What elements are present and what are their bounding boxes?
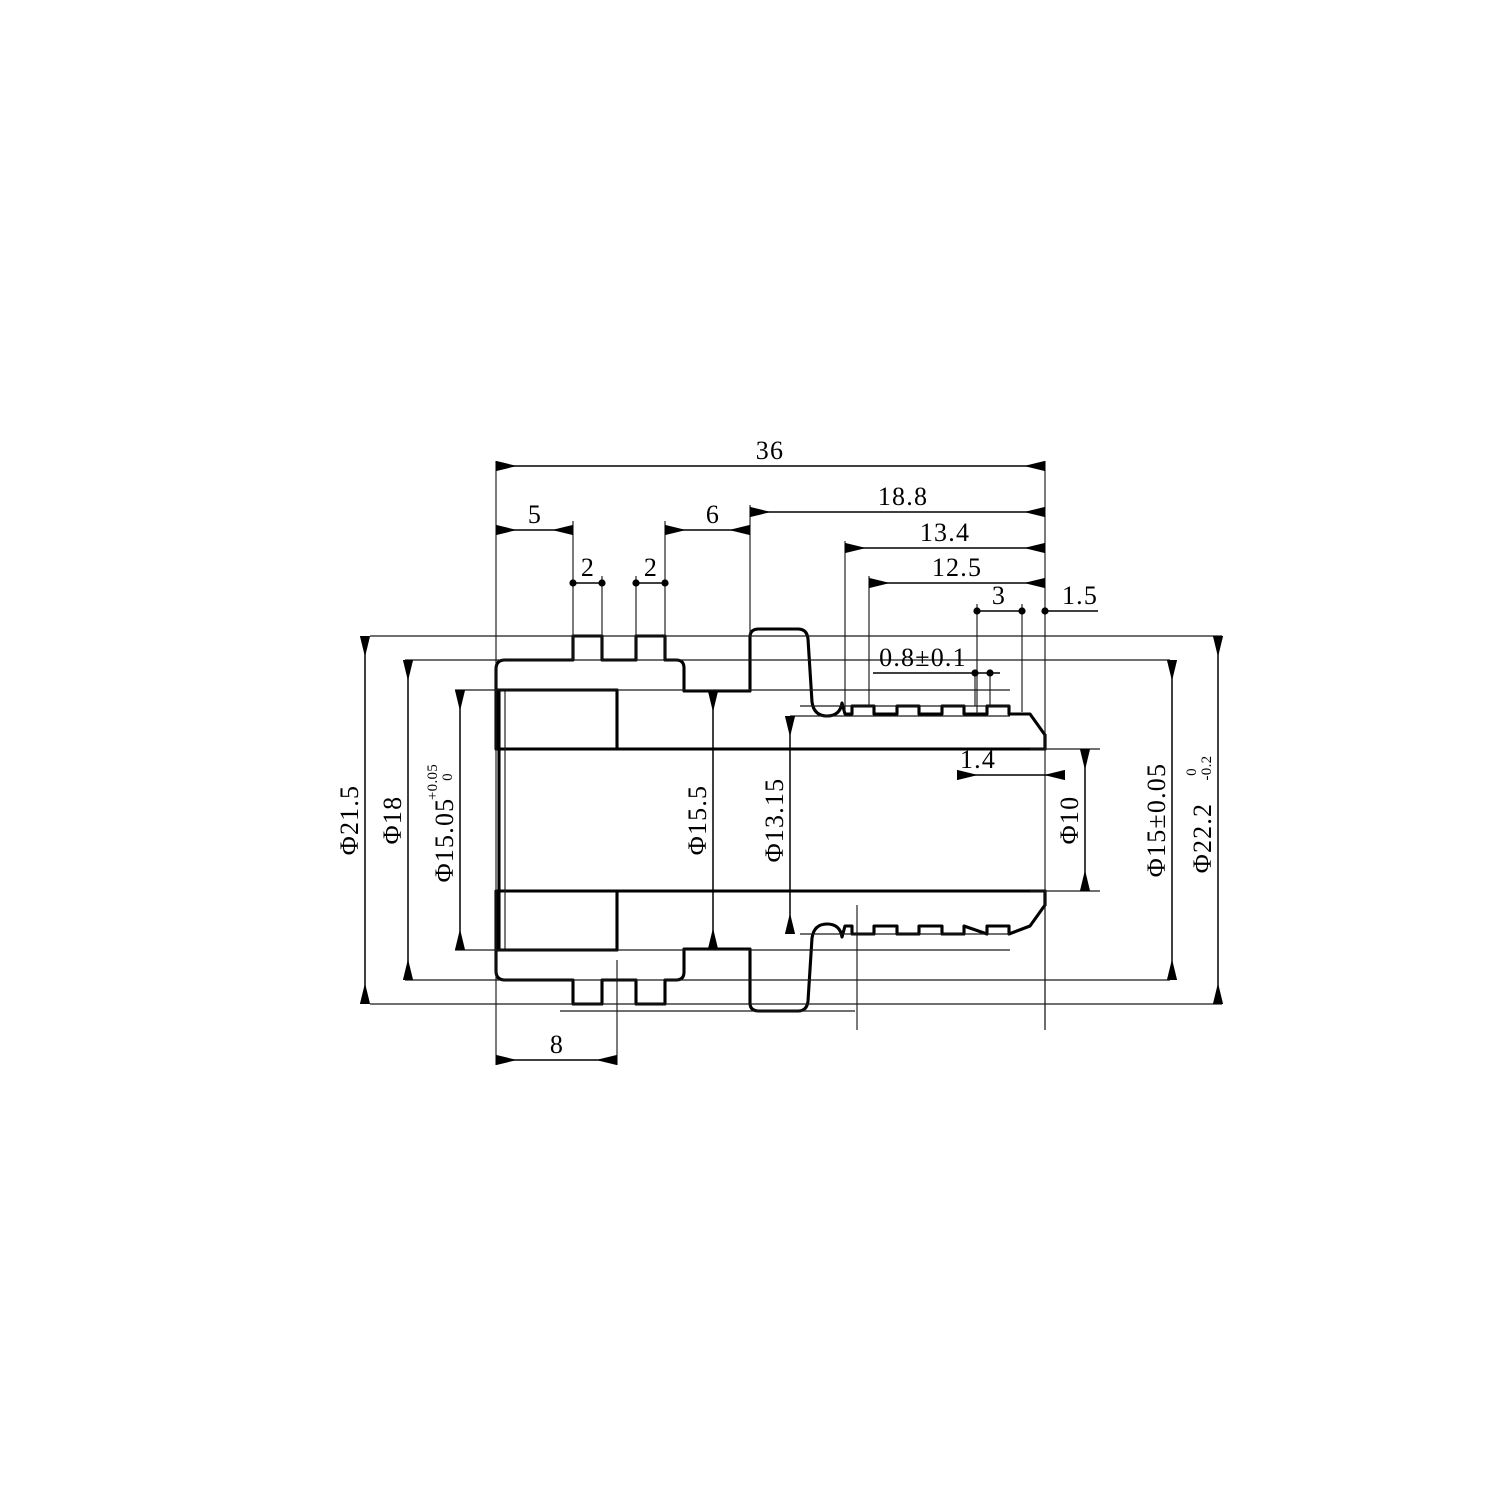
dim-dia-22p2: Φ22.2 0 -0.2 (1184, 636, 1224, 1004)
dim-2a-label: 2 (581, 553, 595, 582)
dim-dia-15: Φ15±0.05 (1142, 660, 1178, 980)
dim-13p4: 13.4 (845, 518, 1045, 554)
dim-dia-22p2-tol-upper: 0 (1184, 768, 1200, 776)
dim-dia-22p2-tol-lower: -0.2 (1199, 756, 1215, 781)
dim-dia-13p15-label: Φ13.15 (760, 778, 789, 863)
dim-3-label: 3 (992, 581, 1006, 610)
dim-1p5: 1.5 (1045, 581, 1098, 612)
dim-1p4: 1.4 (957, 745, 1065, 781)
dim-12p5: 12.5 (869, 553, 1045, 589)
dim-dia-15p05-tol-lower: 0 (440, 773, 456, 781)
dim-18p8-label: 18.8 (878, 482, 928, 511)
dim-18p8: 18.8 (750, 482, 1045, 518)
dim-dia-10: Φ10 (1055, 749, 1091, 891)
dim-6-label: 6 (706, 500, 720, 529)
dim-0p8: 0.8±0.1 (873, 643, 1000, 677)
dim-2b-label: 2 (644, 553, 658, 582)
dim-8-label: 8 (550, 1030, 564, 1059)
dim-dia-15p05-label: Φ15.05 (430, 798, 459, 883)
dim-0p8-label: 0.8±0.1 (879, 643, 967, 672)
dim-8: 8 (496, 1030, 617, 1066)
dim-1p5-label: 1.5 (1062, 581, 1098, 610)
dim-dia-21p5-label: Φ21.5 (335, 785, 364, 856)
dim-36-label: 36 (756, 436, 784, 465)
dim-2a: 2 (569, 553, 606, 587)
dim-dia-21p5: Φ21.5 (335, 636, 371, 1004)
dim-dia-10-label: Φ10 (1055, 796, 1084, 845)
dim-dia-15p05: Φ15.05 +0.05 0 (425, 690, 466, 950)
dim-dia-18: Φ18 (378, 660, 414, 980)
dim-1p4-label: 1.4 (960, 745, 996, 774)
dim-5-label: 5 (528, 500, 542, 529)
dim-13p4-label: 13.4 (920, 518, 970, 547)
dim-3: 3 (973, 581, 1049, 615)
dim-dia-15-label: Φ15±0.05 (1142, 763, 1171, 877)
dim-6: 6 (665, 500, 750, 536)
dim-2b: 2 (632, 553, 669, 587)
dim-dia-15p5: Φ15.5 (683, 691, 719, 949)
dim-dia-22p2-label: Φ22.2 (1188, 803, 1217, 874)
dim-dia-15p05-tol-upper: +0.05 (425, 764, 441, 800)
dim-36: 36 (496, 436, 1045, 472)
dim-dia-13p15: Φ13.15 (760, 716, 796, 934)
extension-lines (370, 461, 1222, 1065)
dim-dia-15p5-label: Φ15.5 (683, 785, 712, 856)
dim-dia-18-label: Φ18 (378, 796, 407, 845)
dim-12p5-label: 12.5 (932, 553, 982, 582)
dim-5: 5 (496, 500, 573, 536)
lower-section-profile (494, 889, 1047, 1013)
